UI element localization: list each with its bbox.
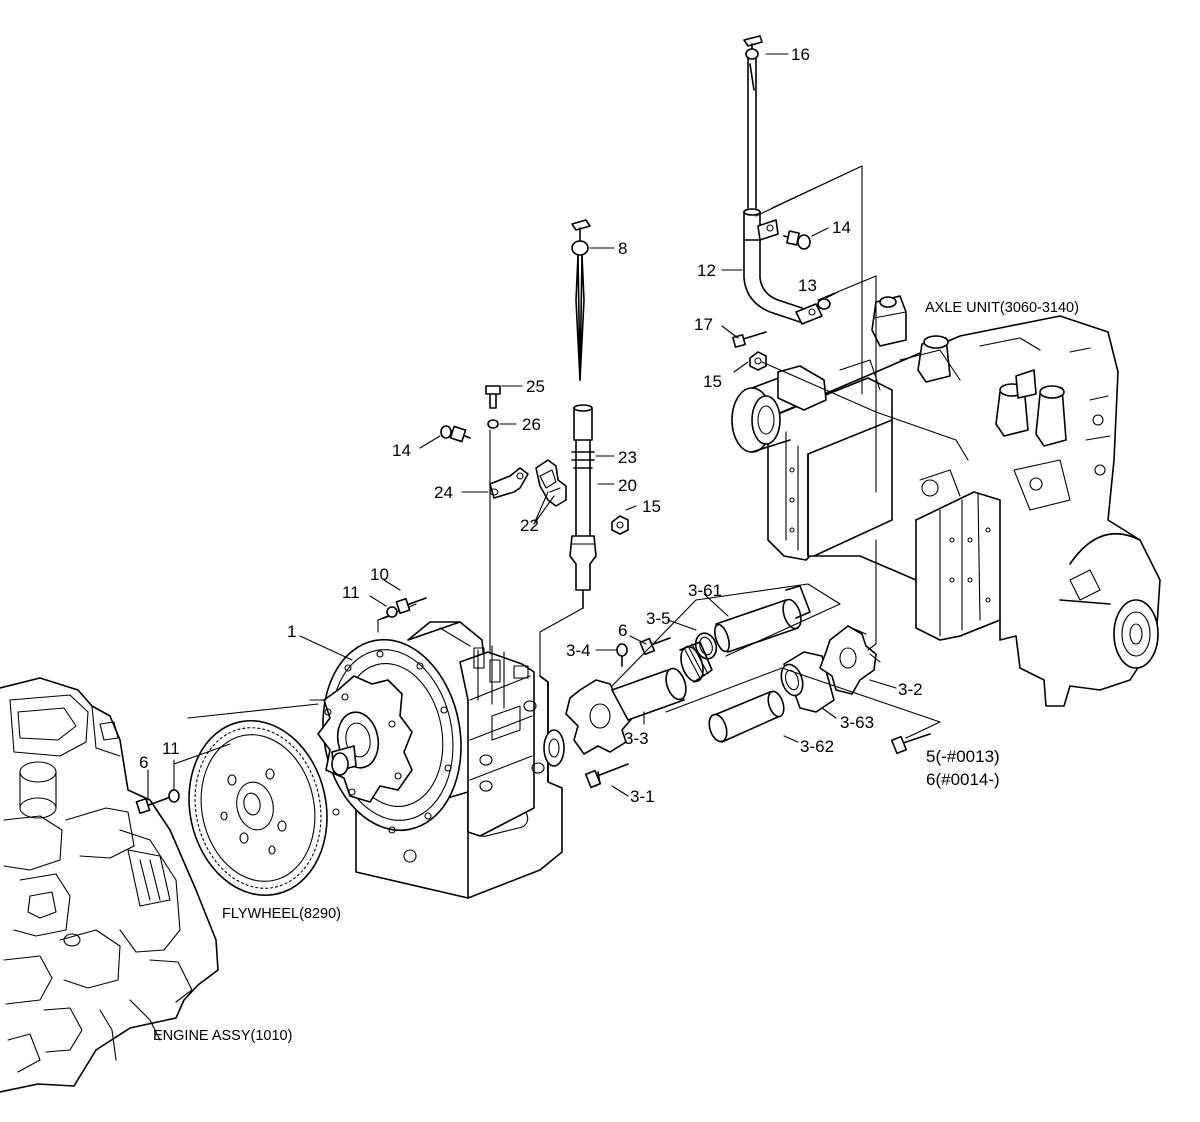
callout-3-63: 3-63 [840, 713, 874, 732]
flywheel [188, 719, 328, 897]
callout-13: 13 [798, 276, 817, 295]
callout-3-62: 3-62 [800, 737, 834, 756]
callout-5-serial: 5(-#0013) [926, 747, 1000, 766]
callout-labels: 16 14 12 13 17 15 8 25 26 14 23 20 24 22… [139, 45, 1079, 1044]
callout-3-2: 3-2 [898, 680, 923, 699]
callout-11-upper: 11 [342, 583, 360, 602]
leader-lines [135, 53, 969, 815]
callout-6-shaft: 6 [618, 621, 627, 640]
callout-20: 20 [618, 476, 637, 495]
callout-10: 10 [370, 565, 389, 584]
engine-assembly [0, 677, 219, 1093]
engine-assy-label: ENGINE ASSY(1010) [153, 1028, 292, 1044]
callout-23: 23 [618, 448, 637, 467]
callout-3-1: 3-1 [630, 787, 655, 806]
callout-14-upper: 14 [832, 218, 851, 237]
callout-25: 25 [526, 377, 545, 396]
callout-8: 8 [618, 239, 627, 258]
callout-3-4: 3-4 [566, 641, 591, 660]
callout-15-lower: 15 [642, 497, 661, 516]
callout-17: 17 [694, 315, 713, 334]
flywheel-label: FLYWHEEL(8290) [222, 906, 341, 922]
callout-3-3: 3-3 [624, 729, 649, 748]
callout-1: 1 [287, 622, 296, 641]
dipstick-and-tube [569, 219, 597, 609]
axle-unit-label: AXLE UNIT(3060-3140) [925, 300, 1079, 316]
callout-15-upper: 15 [703, 372, 722, 391]
axle-unit [731, 295, 1161, 707]
upper-dipstick-and-tube [732, 35, 831, 371]
brackets-and-fasteners [440, 385, 629, 535]
callout-11-left: 11 [162, 739, 180, 758]
callout-6-serial: 6(#0014-) [926, 770, 1000, 789]
transmission-housing [317, 621, 565, 899]
callout-26: 26 [522, 415, 541, 434]
callout-12: 12 [697, 261, 716, 280]
callout-3-5: 3-5 [646, 609, 671, 628]
callout-16: 16 [791, 45, 810, 64]
callout-14-lower: 14 [392, 441, 411, 460]
callout-3-61: 3-61 [688, 581, 722, 600]
drive-shaft-assembly [565, 585, 931, 789]
callout-6-left: 6 [139, 753, 148, 772]
callout-24: 24 [434, 483, 453, 502]
callout-22: 22 [520, 516, 539, 535]
